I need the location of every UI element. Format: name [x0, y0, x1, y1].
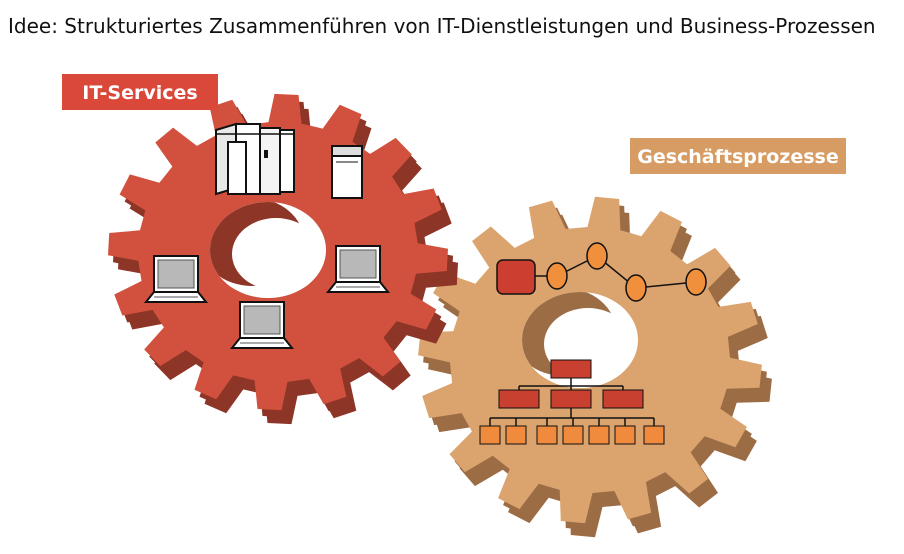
- process-chain-icon: [496, 242, 707, 302]
- laptop-icon: [325, 245, 391, 293]
- slide-title: Idee: Strukturiertes Zusammenführen von …: [8, 14, 876, 38]
- org-chart-icon: [479, 359, 665, 445]
- gear-hole-inner: [232, 218, 320, 290]
- org-leaf-box: [562, 425, 584, 445]
- org-leaf-box: [536, 425, 558, 445]
- laptop-icon: [143, 255, 209, 303]
- laptop-icon: [229, 301, 295, 349]
- svg-text:Geschäftsprozesse: Geschäftsprozesse: [637, 146, 839, 168]
- it-services-label: IT-Services: [62, 74, 218, 110]
- org-leaf-box: [479, 425, 501, 445]
- org-leaf-box: [643, 425, 665, 445]
- server-tower-icon: [331, 145, 363, 199]
- org-leaf-box: [614, 425, 636, 445]
- business-processes-label: Geschäftsprozesse: [630, 138, 846, 174]
- server-rack-icon: [215, 122, 295, 196]
- org-leaf-box: [505, 425, 527, 445]
- org-leaf-box: [588, 425, 610, 445]
- it-services-gear: [108, 93, 458, 425]
- svg-text:IT-Services: IT-Services: [82, 82, 197, 104]
